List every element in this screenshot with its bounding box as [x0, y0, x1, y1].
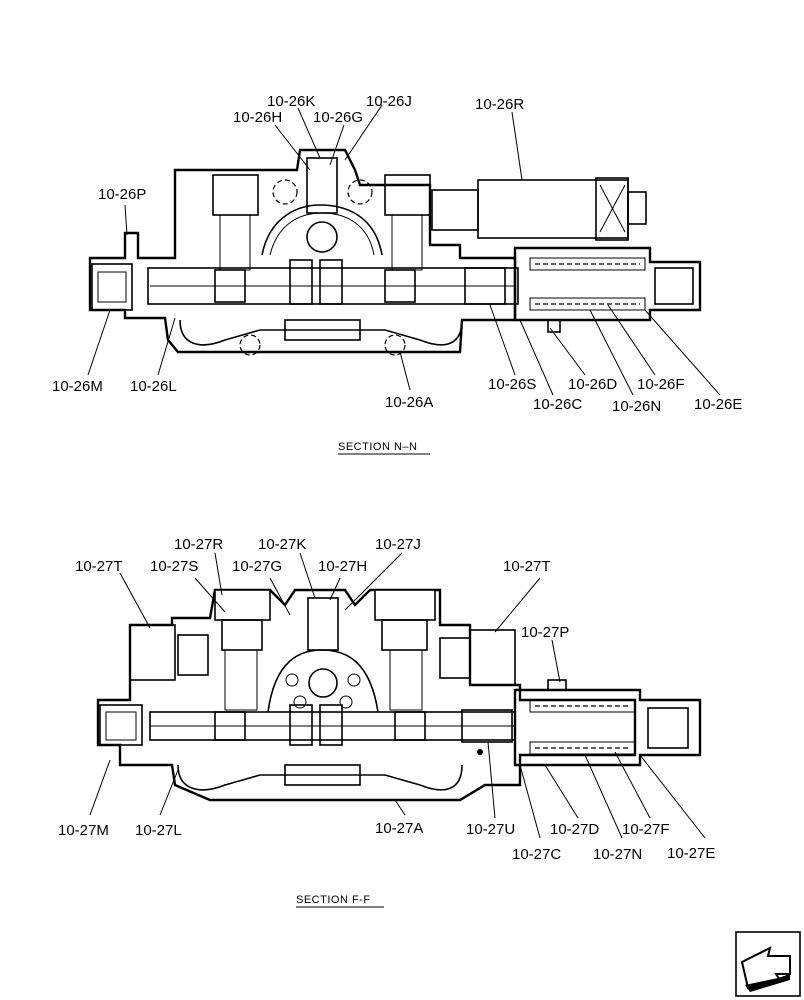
leader-lines-f-f — [89, 552, 706, 839]
callout-10-27C: 10-27C — [512, 846, 561, 863]
callout-10-26M: 10-26M — [52, 378, 103, 395]
callout-10-26E: 10-26E — [694, 396, 742, 413]
callout-10-27N: 10-27N — [593, 846, 642, 863]
callout-10-27D: 10-27D — [550, 821, 599, 838]
callout-10-27F: 10-27F — [622, 821, 670, 838]
valve-section-f-f-drawing — [96, 588, 702, 802]
callout-10-26K: 10-26K — [267, 93, 315, 110]
callout-10-26A: 10-26A — [385, 394, 433, 411]
callout-10-26N: 10-26N — [612, 398, 661, 415]
callout-10-26H: 10-26H — [233, 109, 282, 126]
callout-10-26G: 10-26G — [313, 109, 363, 126]
callout-10-26J: 10-26J — [366, 93, 412, 110]
callout-10-26S: 10-26S — [488, 376, 536, 393]
callout-10-27A: 10-27A — [375, 820, 423, 837]
callout-10-27L: 10-27L — [135, 822, 182, 839]
valve-section-n-n-drawing — [88, 148, 702, 356]
callout-10-27E: 10-27E — [667, 845, 715, 862]
callout-10-27M: 10-27M — [58, 822, 109, 839]
callout-10-27P: 10-27P — [521, 624, 569, 641]
callouts-n-n: 10-26K 10-26J 10-26H 10-26G 10-26R 10-26… — [52, 93, 742, 415]
callout-10-27T-right: 10-27T — [503, 558, 551, 575]
callouts-f-f: 10-27R 10-27K 10-27J 10-27T 10-27S 10-27… — [58, 536, 715, 863]
callout-10-26R: 10-26R — [475, 96, 524, 113]
section-title-n-n: SECTION N–N — [338, 441, 417, 453]
callout-10-27U: 10-27U — [466, 821, 515, 838]
callout-10-26L: 10-26L — [130, 378, 177, 395]
callout-10-26F: 10-26F — [637, 376, 685, 393]
callout-10-26D: 10-26D — [568, 376, 617, 393]
callout-10-26C: 10-26C — [533, 396, 582, 413]
callout-10-27K: 10-27K — [258, 536, 306, 553]
callout-10-27R: 10-27R — [174, 536, 223, 553]
page-turn-arrow-icon[interactable] — [735, 931, 801, 997]
callout-10-27S: 10-27S — [150, 558, 198, 575]
callout-10-27J: 10-27J — [375, 536, 421, 553]
section-title-f-f: SECTION F-F — [296, 894, 371, 906]
callout-10-27T-left: 10-27T — [75, 558, 123, 575]
callout-10-26P: 10-26P — [98, 186, 146, 203]
leader-lines-n-n — [87, 104, 721, 396]
callout-10-27H: 10-27H — [318, 558, 367, 575]
callout-10-27G: 10-27G — [232, 558, 282, 575]
